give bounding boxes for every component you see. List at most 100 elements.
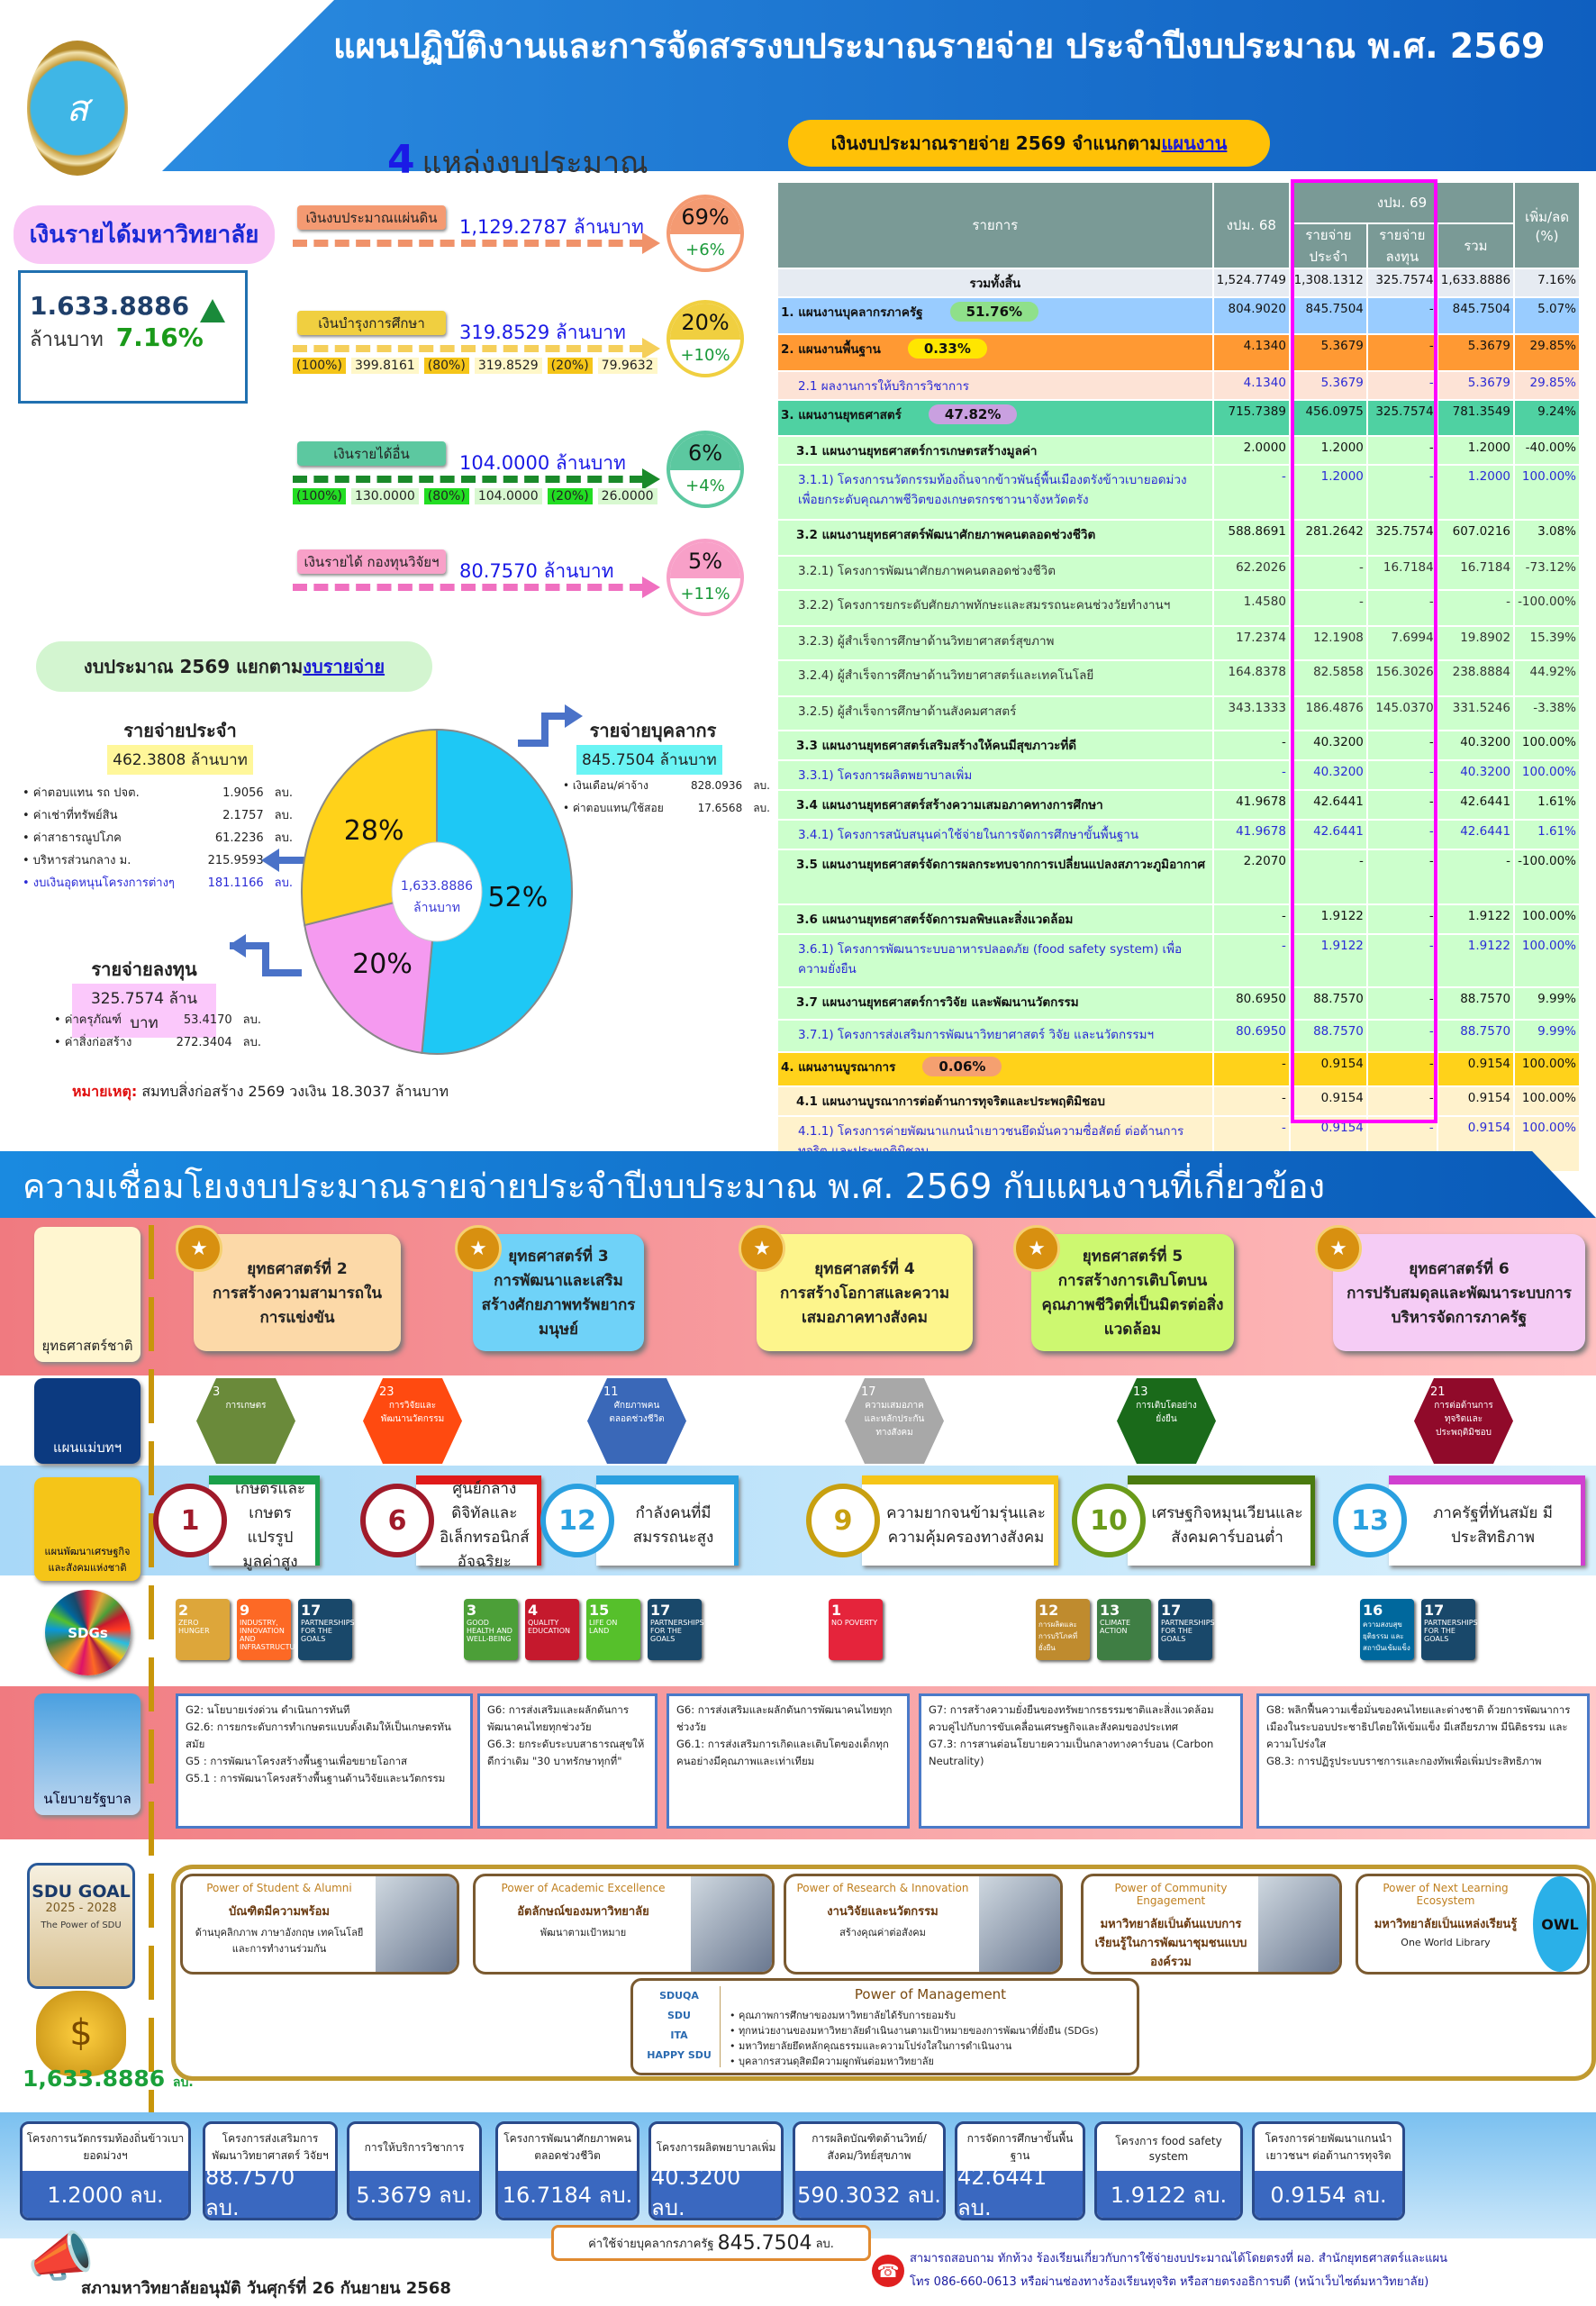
master-plan-number: 11 [603,1385,619,1399]
row-item: 3.2.4) ผู้สำเร็จการศึกษาด้านวิทยาศาสตร์แ… [778,661,1212,695]
slice-label: 28% [344,815,404,847]
project-value: 40.3200 ลบ. [651,2165,781,2218]
expense-item-name: • บริหารส่วนกลาง ม. [23,854,131,867]
sdg-number: 9 [240,1602,250,1619]
strategy-body: การสร้างความสามารถในการแข่งขัน [212,1284,382,1327]
power-head: งานวิจัยและนวัตกรรม [827,1905,939,1919]
sdg-number: 2 [178,1602,189,1619]
master-plan-label: ความเสมอภาคและหลักประกันทางสังคม [864,1401,925,1438]
expense-item-unit: ลบ. [753,802,770,814]
income-label: เงินรายได้มหาวิทยาลัย [14,205,275,264]
expense-item-value: 53.4170 [183,1013,232,1027]
strategy-title: ยุทธศาสตร์ที่ 3 [508,1248,609,1266]
management-list: คุณภาพการศึกษาของมหาวิทยาลัยได้รับการยอม… [730,2008,1131,2069]
policy-item: G8: พลิกฟื้นความเชื่อมั่นของคนไทยและต่าง… [1266,1703,1571,1750]
milestone-label: ศูนย์กลางดิจิทัลและอิเล็กทรอนิกส์อัจฉริย… [416,1475,541,1571]
power-photo [376,1876,457,1972]
row-item: 3.7.1) โครงการส่งเสริมการพัฒนาวิทยาศาสตร… [778,1021,1212,1051]
val-recurring: 186.4876 [1290,697,1366,730]
val-y68: 4.1340 [1213,372,1289,399]
power-head: มหาวิทยาลัยเป็นต้นแบบการเรียนรู้ในการพัฒ… [1094,1918,1247,1969]
power-head: บัณฑิตมีความพร้อม [229,1905,330,1919]
expense-item-name: • เงินเดือน/ค่าจ้าง [563,779,648,792]
row-item: 3.3.1) โครงการผลิตพยาบาลเพิ่ม [778,761,1212,789]
donut-slice [421,728,573,1055]
master-plan-label: การต่อต้านการทุจริตและประพฤติมิชอบ [1434,1401,1493,1438]
strategy-body: การพัฒนาและเสริมสร้างศักยภาพทรัพยากรมนุษ… [481,1272,636,1339]
arrow-head-icon [642,576,660,598]
milestone-number: 13 [1333,1484,1407,1557]
val-change: 7.16% [1515,269,1579,296]
policy-item: G7: การสร้างความยั่งยืนของทรัพยากรธรรมชา… [929,1703,1214,1733]
management-title: Power of Management [854,1986,1007,2002]
val-y68: 62.2026 [1213,557,1289,589]
milestone-number: 10 [1072,1484,1146,1557]
val-investment: - [1367,731,1437,759]
sdg-number: 4 [528,1602,539,1619]
source-label: เงินรายได้ กองทุนวิจัยฯ [297,549,446,574]
project-value: 1.2000 ลบ. [23,2171,188,2218]
val-recurring: 42.6441 [1290,791,1366,819]
row-item: 3.3 แผนงานยุทธศาสตร์เสริมสร้างให้คนมีสุข… [778,731,1212,759]
split-pct: (100%) [293,488,346,504]
val-recurring: - [1290,557,1366,589]
val-y68: - [1213,466,1289,519]
expense-item-name: • ค่าสิ่งก่อสร้าง [54,1036,132,1049]
val-y68: 80.6950 [1213,1021,1289,1051]
sdg-number: 3 [467,1602,477,1619]
expense-item-value: 17.6568 [697,802,743,814]
expense-item-unit: ลบ. [242,1036,261,1049]
expense-item-value: 61.2236 [214,831,264,845]
val-change: 100.00% [1515,466,1579,519]
master-plan-label: การเกษตร [225,1401,267,1411]
table-row: 3.7.1) โครงการส่งเสริมการพัฒนาวิทยาศาสตร… [778,1021,1579,1051]
text-table-title-pre: เงินงบประมาณรายจ่าย 2569 จำแนกตาม [830,132,1162,154]
row-label: 4. แผนงานบูรณาการ [781,1060,896,1075]
val-investment: - [1367,935,1437,986]
sdgs-wheel: SDGs [45,1590,131,1675]
sdg-number: 17 [1161,1602,1182,1619]
slice-label: 20% [352,949,413,980]
row-label: 3.3.1) โครงการผลิตพยาบาลเพิ่ม [798,768,973,783]
val-investment: - [1367,1021,1437,1051]
row-item: 4.1 แผนงานบูรณาการต่อต้านการทุจริตและประ… [778,1087,1212,1115]
val-total: 19.8902 [1437,627,1514,659]
sdg-label: การผลิตและการบริโภคที่ยั่งยืน [1038,1621,1078,1652]
connector-line [149,1225,154,2180]
val-total: 42.6441 [1437,791,1514,819]
row-label: 3.2.5) ผู้สำเร็จการศึกษาด้านสังคมศาสตร์ [798,704,1017,719]
management-logo: SDUQA [659,1990,699,2002]
donut-hole [391,841,483,942]
val-change: 100.00% [1515,935,1579,986]
dashed-arrow [293,345,644,352]
row-label: 3.1 แผนงานยุทธศาสตร์การเกษตรสร้างมูลค่า [796,444,1038,458]
strategy-icon: ★ [176,1225,222,1272]
val-change: -40.00% [1515,437,1579,464]
val-total: 238.8884 [1437,661,1514,695]
milestone-label: ภาครัฐที่ทันสมัย มีประสิทธิภาพ [1389,1475,1585,1566]
val-y68: 1.4580 [1213,591,1289,625]
table-row: 3.3 แผนงานยุทธศาสตร์เสริมสร้างให้คนมีสุข… [778,731,1579,759]
val-total: 40.3200 [1437,731,1514,759]
sources-title-text: แหล่งงบประมาณ [422,145,648,181]
goal-total: 1,633.8886 ลบ. [23,2065,194,2093]
power-body: ด้านบุคลิกภาพ ภาษาอังกฤษ เทคโนโลยี และกา… [195,1927,364,1955]
val-change: 100.00% [1515,1053,1579,1085]
col-recurring: รายจ่ายประจำ [1290,224,1366,268]
val-investment: 16.7184 [1367,557,1437,589]
val-total: 5.3679 [1437,372,1514,399]
sdg-label: GOOD HEALTH AND WELL-BEING [467,1619,512,1643]
